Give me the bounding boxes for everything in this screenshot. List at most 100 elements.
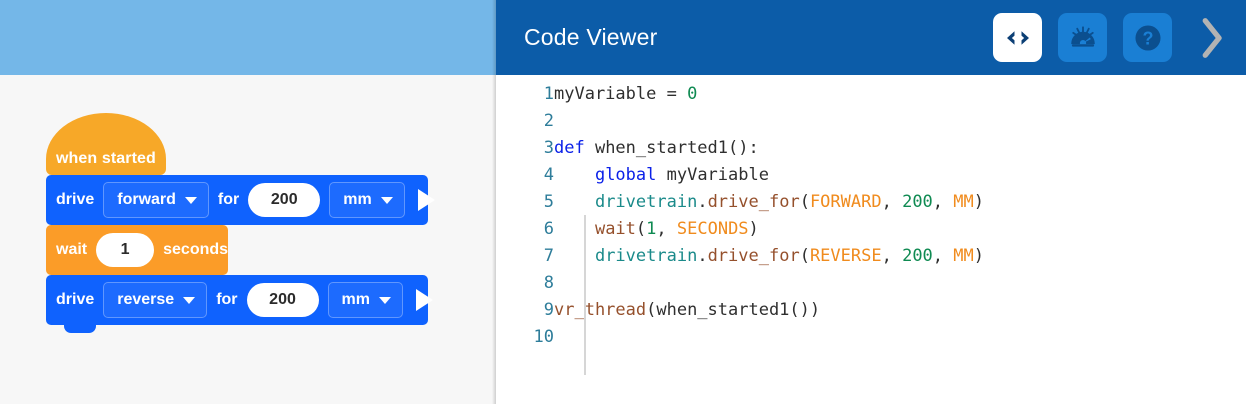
code-token xyxy=(554,246,595,266)
code-token: wait xyxy=(594,219,636,239)
code-token: myVariable xyxy=(554,84,667,104)
dropdown-unit-reverse[interactable]: mm xyxy=(327,282,403,318)
code-token: def xyxy=(554,138,585,158)
code-token: ) xyxy=(973,192,985,212)
dropdown-unit-reverse-value: mm xyxy=(341,291,370,308)
input-drive-forward-distance[interactable]: 200 xyxy=(248,183,321,217)
code-line-content[interactable]: drivetrain.drive_for(FORWARD, 200, MM) xyxy=(554,189,984,216)
block-drive-forward[interactable]: drive forward for 200 mm xyxy=(46,175,435,233)
svg-text:?: ? xyxy=(1142,28,1153,48)
code-viewer-panel: Code Viewer xyxy=(496,0,1246,404)
code-line: 2 xyxy=(496,108,984,135)
input-wait-seconds[interactable]: 1 xyxy=(96,233,155,267)
block-workspace[interactable]: when started drive forward for 200 mm xyxy=(0,0,496,404)
block-wait-verb: wait xyxy=(56,241,88,258)
play-icon[interactable] xyxy=(415,289,433,311)
line-number: 9 xyxy=(543,300,554,320)
dropdown-direction-reverse-value: reverse xyxy=(117,291,175,308)
code-token: . xyxy=(697,246,708,266)
input-drive-reverse-distance[interactable]: 200 xyxy=(246,283,319,317)
code-token xyxy=(554,219,595,239)
dropdown-unit-forward-value: mm xyxy=(343,191,372,208)
code-token: when_started1(): xyxy=(584,138,759,158)
code-line: 10 xyxy=(496,324,984,351)
code-token: vr_thread xyxy=(554,300,647,320)
code-line-content[interactable]: wait(1, SECONDS) xyxy=(554,216,984,243)
line-number: 7 xyxy=(543,246,554,266)
code-line-content[interactable]: vr_thread(when_started1()) xyxy=(554,297,984,324)
block-wait[interactable]: wait 1 seconds xyxy=(46,225,229,283)
block-drive-reverse[interactable]: drive reverse for 200 mm xyxy=(46,275,433,333)
line-number: 10 xyxy=(533,327,554,347)
code-token: . xyxy=(697,192,708,212)
block-when-started-label: when started xyxy=(56,150,156,167)
block-wait-unit-label: seconds xyxy=(163,241,229,258)
code-token: drivetrain xyxy=(594,246,698,266)
code-line: 8 xyxy=(496,270,984,297)
code-token: (when_started1()) xyxy=(646,300,821,320)
indent-guide xyxy=(584,215,586,375)
code-line: 7 drivetrain.drive_for(REVERSE, 200, MM) xyxy=(496,243,984,270)
line-number: 4 xyxy=(543,165,554,185)
help-icon[interactable]: ? xyxy=(1123,13,1172,62)
code-token: ) xyxy=(748,219,759,239)
block-drive-forward-for: for xyxy=(217,191,240,208)
code-token: = xyxy=(666,84,688,104)
code-token: FORWARD xyxy=(809,192,882,212)
code-token: ( xyxy=(635,219,647,239)
line-number: 1 xyxy=(543,84,554,104)
dropdown-direction-forward[interactable]: forward xyxy=(103,182,209,218)
code-line-content[interactable]: def when_started1(): xyxy=(554,135,984,162)
block-drive-reverse-for: for xyxy=(216,291,238,308)
page-title: Code Viewer xyxy=(524,24,658,50)
code-token: myVariable xyxy=(656,165,769,185)
code-line-content[interactable]: global myVariable xyxy=(554,162,984,189)
dashboard-icon[interactable] xyxy=(1058,13,1107,62)
code-line-content[interactable]: drivetrain.drive_for(REVERSE, 200, MM) xyxy=(554,243,984,270)
code-line-content[interactable] xyxy=(554,270,984,297)
dropdown-direction-forward-value: forward xyxy=(117,191,176,208)
header-toolbar: ? xyxy=(993,12,1246,64)
code-token: , xyxy=(932,246,954,266)
code-token: , xyxy=(656,219,677,239)
code-line-content[interactable]: myVariable = 0 xyxy=(554,81,984,108)
code-token: ( xyxy=(799,246,810,266)
workspace-dot-grid xyxy=(0,75,496,404)
code-token: ( xyxy=(799,192,810,212)
code-token: 200 xyxy=(902,246,933,266)
code-token: global xyxy=(594,165,657,185)
line-number: 6 xyxy=(543,219,554,239)
block-stack[interactable]: when started drive forward for 200 mm xyxy=(46,113,435,333)
code-token: , xyxy=(932,192,954,212)
block-drive-forward-verb: drive xyxy=(56,191,95,208)
workspace-top-bar xyxy=(0,0,496,75)
line-number: 8 xyxy=(543,273,554,293)
next-arrow-icon[interactable] xyxy=(1190,12,1232,64)
code-token xyxy=(554,165,595,185)
line-number: 3 xyxy=(543,138,554,158)
code-line-content[interactable] xyxy=(554,324,984,351)
code-token: SECONDS xyxy=(676,219,749,239)
play-icon[interactable] xyxy=(417,189,435,211)
code-token: ) xyxy=(973,246,985,266)
chevron-down-icon xyxy=(380,196,393,204)
code-viewer-header: Code Viewer xyxy=(496,0,1246,75)
code-token: MM xyxy=(953,246,974,266)
code-token: , xyxy=(881,192,903,212)
code-token: 200 xyxy=(902,192,933,212)
block-notch xyxy=(64,324,96,333)
code-token: MM xyxy=(953,192,974,212)
block-when-started[interactable]: when started xyxy=(46,113,166,183)
code-token: drivetrain xyxy=(594,192,698,212)
code-view-icon[interactable] xyxy=(993,13,1042,62)
code-line-content[interactable] xyxy=(554,108,984,135)
code-token: 1 xyxy=(646,219,657,239)
dropdown-unit-forward[interactable]: mm xyxy=(329,182,405,218)
chevron-down-icon xyxy=(184,196,197,204)
dropdown-direction-reverse[interactable]: reverse xyxy=(103,282,208,318)
